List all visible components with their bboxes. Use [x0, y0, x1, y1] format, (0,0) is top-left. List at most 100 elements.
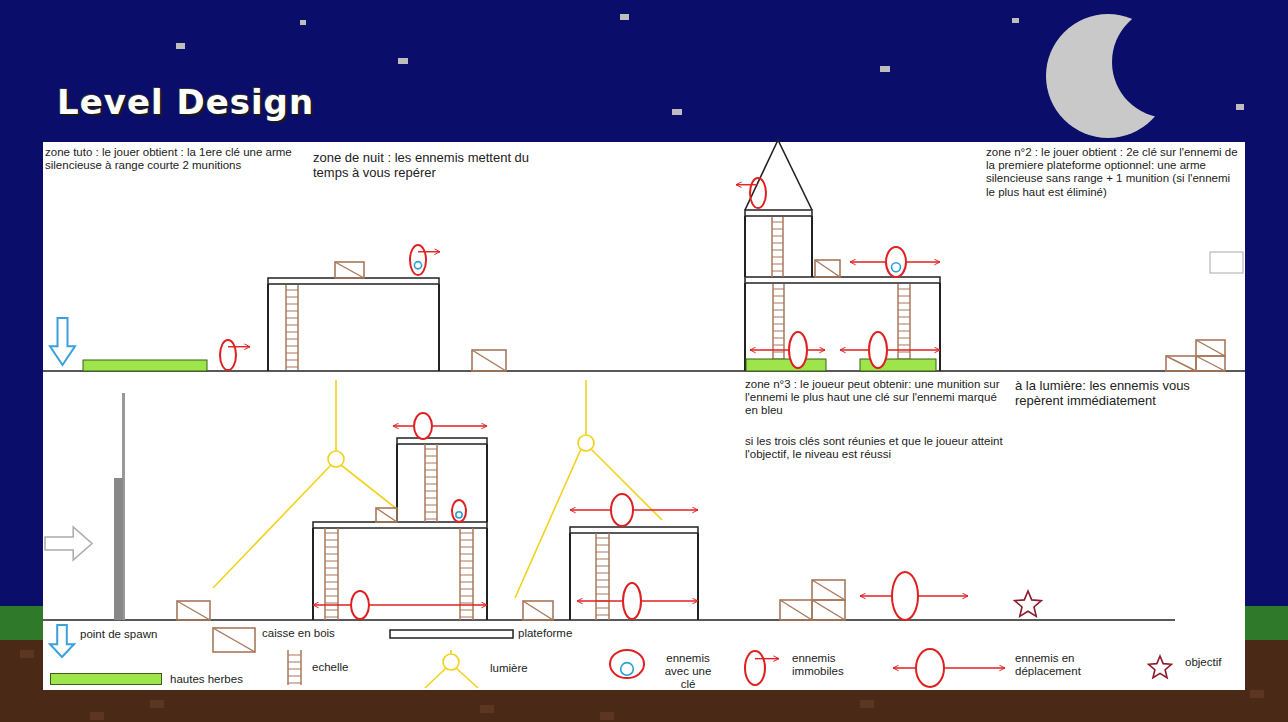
ladder-rung [772, 264, 783, 265]
wooden-crate [815, 260, 840, 277]
annotation-note: zone n°2 : le jouer obtient : 2e clé sur… [986, 146, 1240, 199]
ladder-rung [425, 505, 437, 506]
platform [397, 438, 487, 444]
legend-label: ennemis immobiles [792, 652, 864, 678]
wall [569, 533, 571, 620]
wall [438, 284, 440, 371]
ladder-rung [596, 615, 609, 616]
crate-diagonal [1166, 356, 1196, 371]
ladder-rung [325, 589, 338, 590]
patrol-arrow [750, 349, 825, 350]
ladder-rung [596, 545, 609, 546]
ladder-rung [425, 491, 437, 492]
ladder-rung [286, 360, 298, 361]
enemy [892, 572, 918, 620]
ladder-rung [898, 324, 910, 325]
wooden-crate [812, 600, 845, 620]
ladder-rung [286, 353, 298, 354]
legend-label: lumière [490, 662, 528, 675]
ladder-rung [325, 575, 338, 576]
crate-diagonal [213, 628, 255, 652]
annotation-note: zone tuto : le jouer obtient : la 1ere c… [45, 146, 303, 172]
wall [486, 444, 488, 522]
facing-arrow [755, 658, 779, 659]
ladder-rail [337, 528, 339, 620]
tall-grass [746, 359, 826, 371]
ladder-rung [460, 617, 473, 618]
entry-arrow [45, 527, 92, 560]
ladder-rung [898, 338, 910, 339]
ladder-rung [286, 339, 298, 340]
ladder-rail [783, 284, 785, 370]
dirt-pixel [600, 712, 614, 720]
ladder-rung [898, 296, 910, 297]
platform [745, 210, 812, 216]
ladder-rung [460, 547, 473, 548]
crate-diagonal [812, 580, 845, 600]
star-pixel [398, 58, 408, 64]
legend-swatch [50, 673, 162, 685]
ladder-rung [898, 289, 910, 290]
ladder-rung [460, 596, 473, 597]
crate-diagonal [812, 600, 845, 620]
ladder-rail [608, 533, 610, 620]
ladder-rung [286, 367, 298, 368]
wooden-crate [177, 601, 210, 620]
enemy-ground [892, 572, 918, 620]
enemy [623, 583, 641, 619]
wooden-crate [1196, 340, 1225, 356]
ladder-rail [772, 284, 774, 370]
wooden-crate [1196, 356, 1225, 371]
ladder-rung [425, 449, 437, 450]
ladder-rail [782, 217, 784, 277]
enemy [750, 178, 766, 208]
platform [268, 278, 439, 284]
lamp-cord [585, 380, 587, 435]
wall [486, 528, 488, 620]
crate-diagonal [335, 262, 364, 278]
legend-label: plateforme [518, 627, 572, 640]
ladder-rung [460, 540, 473, 541]
wall [939, 283, 941, 371]
ladder-rung [286, 318, 298, 319]
objective-star [1015, 591, 1042, 616]
wall [811, 216, 813, 277]
tall-grass [83, 360, 207, 371]
platform [570, 527, 698, 533]
ladder-rung [773, 310, 784, 311]
ladder-rung [425, 498, 437, 499]
legend-label: ennemis avec une clé [657, 652, 719, 692]
ladder-rung [286, 311, 298, 312]
enemy [886, 247, 906, 277]
annotation-note: si les trois clés sont réunies et que le… [745, 435, 1007, 461]
ladder-rung [596, 594, 609, 595]
legend-label: caisse en bois [262, 627, 335, 640]
ladder-rung [460, 589, 473, 590]
ladder-rung [286, 290, 298, 291]
dirt-pixel [150, 700, 164, 708]
exit-door [1210, 252, 1243, 273]
ladder-rung [898, 331, 910, 332]
lamp-cord [335, 380, 337, 451]
ladder-rung [288, 683, 301, 684]
spawn-arrow [50, 318, 75, 365]
annotation-note: zone n°3 : le joueur peut obtenir: une m… [745, 378, 1007, 418]
key-marker [892, 263, 901, 272]
ladder-rung [460, 533, 473, 534]
ladder-rail [909, 284, 911, 370]
patrol-arrow [313, 604, 487, 605]
enemy-ground [611, 494, 633, 526]
annotation-note: à la lumière: les ennemis vous repèrent … [1015, 379, 1220, 409]
enemy-ground [414, 413, 432, 439]
wall [697, 533, 699, 620]
dirt-pixel [480, 705, 494, 713]
ladder-rung [773, 324, 784, 325]
ladder-rung [596, 538, 609, 539]
crate-diagonal [376, 508, 397, 522]
ladder-rung [288, 655, 301, 656]
ladder-rung [325, 617, 338, 618]
spire [745, 140, 812, 210]
wooden-crate [780, 600, 812, 620]
ladder-rung [596, 566, 609, 567]
